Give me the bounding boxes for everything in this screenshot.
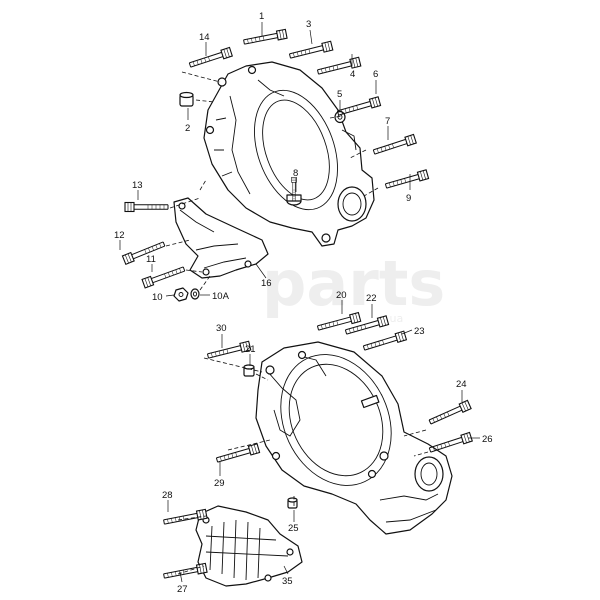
bracket-16 [173, 197, 269, 279]
bolt-9 [384, 169, 430, 191]
plug-2 [179, 91, 194, 107]
dowel-25 [287, 497, 298, 509]
callout-1: 1 [259, 11, 264, 22]
bolt-29 [215, 443, 261, 465]
upper-bellhousing [203, 61, 375, 247]
callout-26: 26 [482, 434, 493, 445]
callout-29: 29 [214, 478, 225, 489]
callout-20: 20 [336, 290, 347, 301]
callout-25: 25 [288, 523, 299, 534]
dowel-21 [243, 364, 255, 377]
callout-9: 9 [406, 193, 411, 204]
callout-16: 16 [261, 278, 272, 289]
lower-bellhousing [255, 341, 453, 535]
callout-8: 8 [293, 168, 298, 179]
bolt-14 [188, 46, 233, 70]
callout-30: 30 [216, 323, 227, 334]
bolt-24 [427, 399, 472, 427]
nut-10 [173, 287, 189, 302]
leader-lines [119, 22, 480, 583]
bolt-23 [362, 330, 407, 353]
bolt-26 [428, 431, 473, 455]
callout-28: 28 [162, 490, 173, 501]
bolt-1 [242, 28, 288, 47]
callout-10: 10 [152, 292, 163, 303]
bolt-13 [124, 201, 169, 213]
callout-27: 27 [177, 584, 188, 595]
callout-14: 14 [199, 32, 210, 43]
callout-21: 21 [245, 344, 256, 355]
watermark-text: parts [262, 247, 445, 320]
callout-23: 23 [414, 326, 425, 337]
callout-4: 4 [350, 69, 355, 80]
bolt-3 [288, 40, 334, 61]
bolt-12 [121, 239, 167, 265]
washer-10A [190, 288, 200, 300]
callout-10A: 10A [212, 291, 230, 302]
callout-5: 5 [337, 89, 342, 100]
bolt-11 [141, 264, 187, 289]
callout-22: 22 [366, 293, 377, 304]
bolt-6 [336, 96, 382, 118]
callout-24: 24 [456, 379, 467, 390]
callout-12: 12 [114, 230, 125, 241]
callout-11: 11 [146, 254, 156, 265]
callout-35: 35 [282, 576, 293, 587]
watermark-subtext: .ua [386, 312, 403, 325]
callout-6: 6 [373, 69, 378, 80]
callout-13: 13 [132, 180, 143, 191]
callout-2: 2 [185, 123, 190, 134]
bolt-7 [372, 133, 417, 157]
cover-35 [195, 505, 303, 587]
callout-7: 7 [385, 116, 390, 127]
callout-3: 3 [306, 19, 311, 30]
